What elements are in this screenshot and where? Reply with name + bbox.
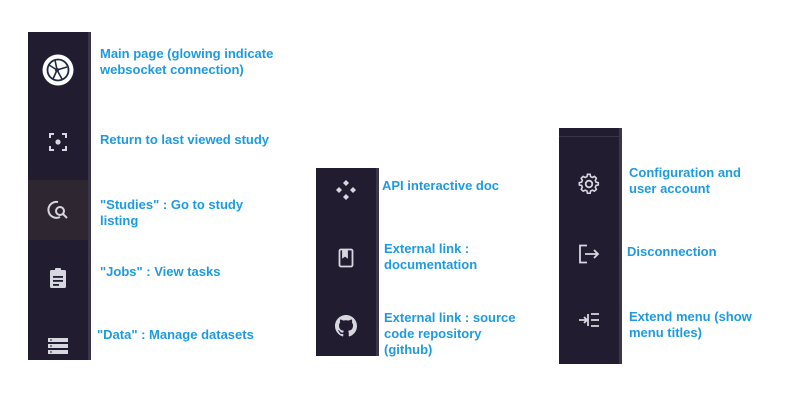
extend-menu-icon bbox=[578, 312, 600, 328]
logout-icon bbox=[578, 244, 600, 264]
documentation-note: External link : documentation bbox=[384, 241, 478, 272]
main-page-note: Main page (glowing indicate websocket co… bbox=[100, 46, 274, 77]
api-doc-button[interactable] bbox=[316, 168, 376, 212]
sidebar-divider bbox=[559, 136, 619, 137]
book-icon bbox=[338, 248, 354, 268]
sidebar-edge bbox=[619, 128, 622, 364]
documentation-link[interactable] bbox=[316, 234, 376, 282]
settings-gear-icon bbox=[578, 173, 600, 195]
last-viewed-study-button[interactable] bbox=[28, 118, 88, 166]
api-doc-note: API interactive doc bbox=[382, 178, 500, 193]
settings-note: Configuration and user account bbox=[629, 165, 741, 196]
settings-button[interactable] bbox=[559, 160, 619, 208]
data-note: "Data" : Manage datasets bbox=[97, 327, 254, 342]
sidebar-edge bbox=[88, 32, 91, 360]
middle-sidebar bbox=[316, 168, 379, 356]
logout-note: Disconnection bbox=[627, 244, 717, 259]
github-link[interactable] bbox=[316, 302, 376, 350]
data-button[interactable] bbox=[28, 322, 88, 370]
left-sidebar bbox=[28, 32, 91, 360]
jobs-button[interactable] bbox=[28, 254, 88, 302]
studies-button[interactable] bbox=[28, 180, 88, 240]
manage-search-icon bbox=[47, 199, 69, 221]
github-icon bbox=[335, 315, 357, 337]
github-note: External link : source code repository (… bbox=[384, 310, 516, 357]
storage-icon bbox=[47, 337, 69, 355]
assignment-icon bbox=[49, 267, 67, 289]
focus-target-icon bbox=[48, 132, 68, 152]
sidebar-edge bbox=[376, 168, 379, 356]
logo-globe-icon bbox=[41, 53, 75, 87]
logout-button[interactable] bbox=[559, 230, 619, 278]
extend-menu-button[interactable] bbox=[559, 296, 619, 344]
extend-menu-note: Extend menu (show menu titles) bbox=[629, 309, 752, 340]
right-sidebar bbox=[559, 128, 622, 364]
studies-note: "Studies" : Go to study listing bbox=[100, 197, 244, 228]
main-page-button[interactable] bbox=[28, 46, 88, 94]
api-icon bbox=[335, 179, 357, 201]
jobs-note: "Jobs" : View tasks bbox=[100, 264, 221, 279]
last-viewed-study-note: Return to last viewed study bbox=[100, 132, 270, 147]
